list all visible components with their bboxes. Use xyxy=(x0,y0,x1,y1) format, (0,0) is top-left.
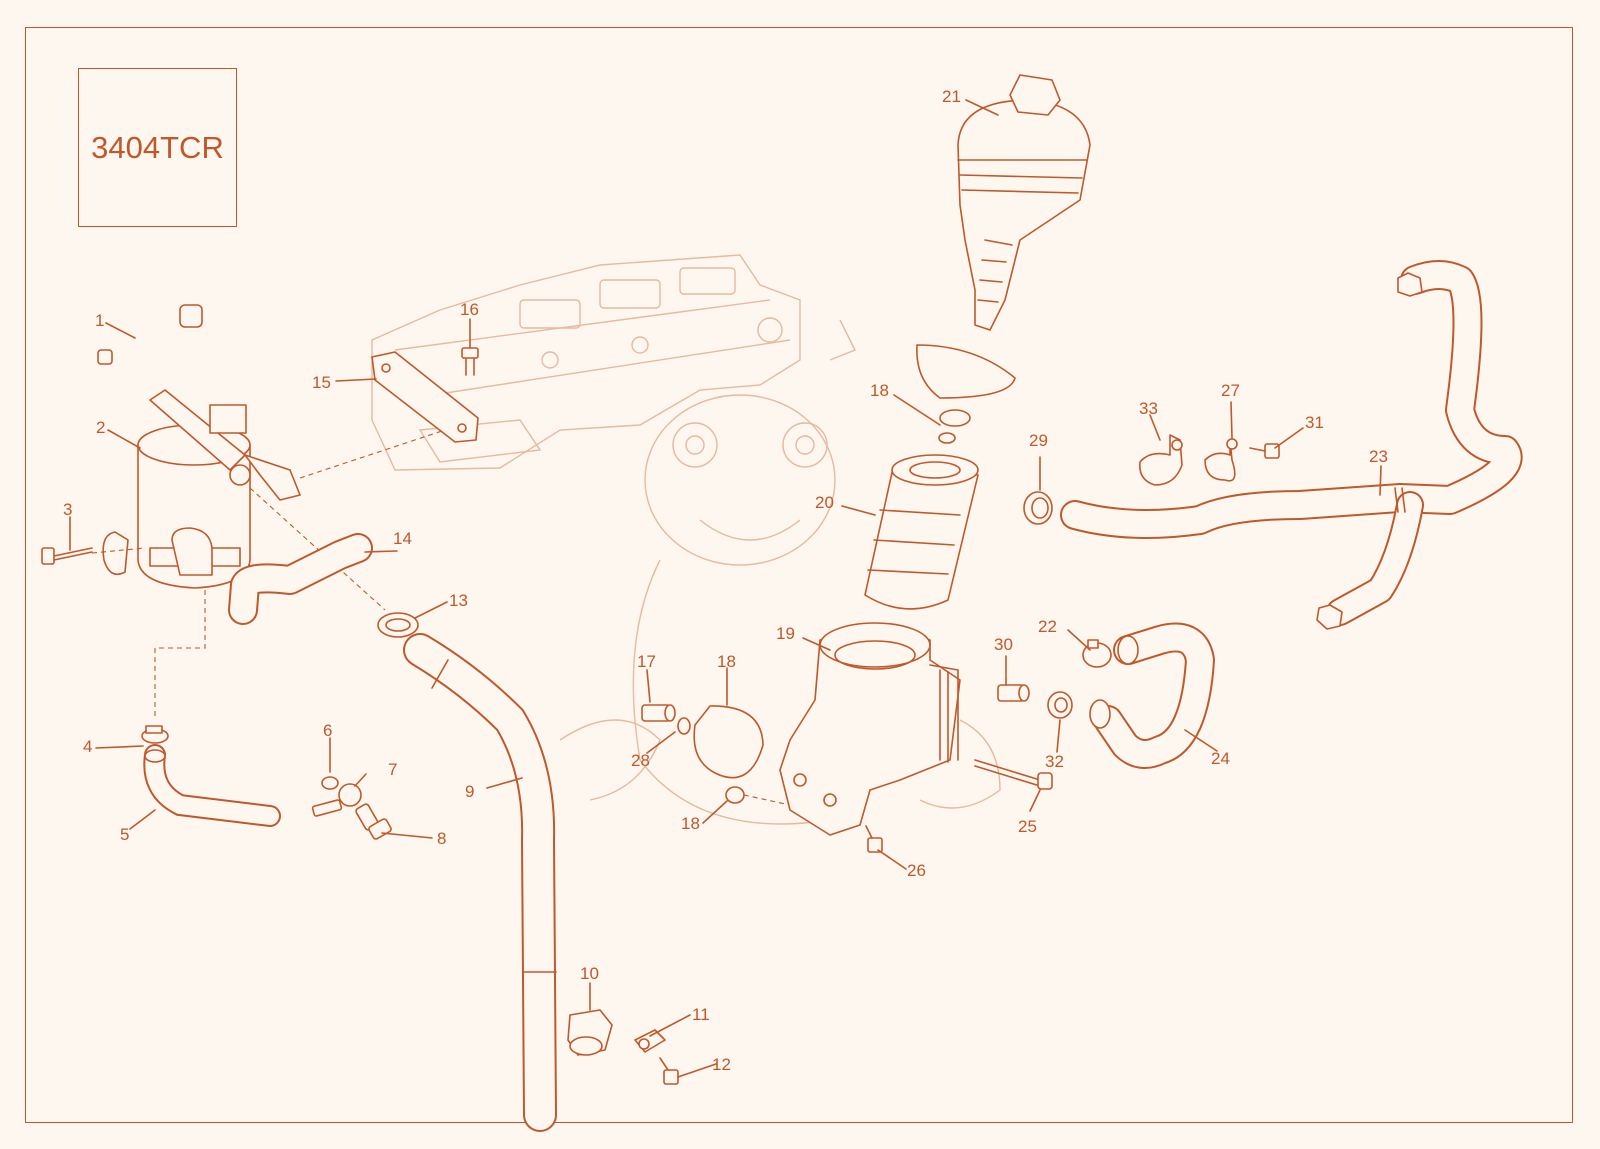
label-19: 19 xyxy=(776,624,795,643)
label-25: 25 xyxy=(1018,817,1037,836)
label-29: 29 xyxy=(1029,431,1048,450)
label-16: 16 xyxy=(460,300,479,319)
part-24-hose[interactable] xyxy=(1089,622,1215,769)
label-5: 5 xyxy=(120,825,129,844)
part-32-clamp[interactable] xyxy=(1047,691,1073,719)
part-29-clamp[interactable] xyxy=(1023,491,1053,525)
label-32: 32 xyxy=(1045,752,1064,771)
label-20: 20 xyxy=(815,493,834,512)
part-1-hose[interactable] xyxy=(97,304,203,371)
part-17-sleeve[interactable] xyxy=(641,704,676,722)
label-9: 9 xyxy=(465,782,474,801)
part-8-banjo-bolt[interactable] xyxy=(355,803,392,840)
diagram-code-box: 3404TCR xyxy=(78,68,237,227)
label-2: 2 xyxy=(96,418,105,437)
part-16-bolt[interactable] xyxy=(461,347,479,376)
part-7-banjo-fitting[interactable] xyxy=(311,783,362,817)
label-11: 11 xyxy=(692,1005,710,1024)
part-19-oil-filter-housing[interactable] xyxy=(779,622,961,836)
part-14-hose[interactable] xyxy=(228,533,373,625)
engine-cover-ghost xyxy=(371,254,801,471)
label-4: 4 xyxy=(83,737,92,756)
label-3: 3 xyxy=(63,500,72,519)
part-9-long-hose[interactable] xyxy=(403,633,557,1132)
part-26-bolt[interactable] xyxy=(865,825,883,853)
part-5-hose[interactable] xyxy=(143,744,281,827)
label-1: 1 xyxy=(95,311,104,330)
part-6-washer[interactable] xyxy=(321,776,339,790)
part-15-bracket[interactable] xyxy=(371,351,479,443)
part-28-o-ring[interactable] xyxy=(677,717,691,735)
label-6: 6 xyxy=(323,721,332,740)
part-4-clamp[interactable] xyxy=(141,725,169,744)
part-18-o-ring-lower[interactable] xyxy=(725,786,745,804)
label-24: 24 xyxy=(1211,749,1230,768)
label-7: 7 xyxy=(388,760,397,779)
label-13: 13 xyxy=(449,591,468,610)
part-27-p-clamp[interactable] xyxy=(1204,438,1238,482)
label-33: 33 xyxy=(1139,399,1158,418)
part-11-bracket[interactable] xyxy=(634,1029,666,1053)
part-33-p-clamp[interactable] xyxy=(1138,434,1183,486)
part-2-filter-housing[interactable] xyxy=(137,389,301,589)
part-3-bolt-clip[interactable] xyxy=(41,531,129,576)
label-17: 17 xyxy=(637,652,656,671)
label-18-left: 18 xyxy=(717,652,736,671)
label-14: 14 xyxy=(393,529,412,548)
part-10-clip[interactable] xyxy=(567,1009,613,1056)
part-31-bolt[interactable] xyxy=(1249,443,1280,459)
label-27: 27 xyxy=(1221,381,1240,400)
label-leader-lines xyxy=(69,99,1382,1078)
label-12: 12 xyxy=(712,1055,731,1074)
part-12-bolt[interactable] xyxy=(659,1057,679,1085)
part-18-gasket-left[interactable] xyxy=(693,705,764,779)
label-26: 26 xyxy=(907,861,926,880)
label-22: 22 xyxy=(1038,617,1057,636)
label-10: 10 xyxy=(580,964,599,983)
label-21: 21 xyxy=(942,87,961,106)
part-labels: 1 2 3 4 5 6 7 8 9 10 11 12 13 14 15 16 1… xyxy=(63,87,1388,1074)
part-22-clamp[interactable] xyxy=(1082,639,1112,668)
part-23-hose-assembly[interactable] xyxy=(1060,260,1523,630)
part-18-ring-upper[interactable] xyxy=(916,344,1016,444)
mascot-ghost xyxy=(559,319,1001,825)
label-18-upper: 18 xyxy=(870,381,889,400)
label-18-lower: 18 xyxy=(681,814,700,833)
label-23: 23 xyxy=(1369,447,1388,466)
label-28: 28 xyxy=(631,751,650,770)
part-20-filter-element[interactable] xyxy=(864,454,979,610)
label-8: 8 xyxy=(437,829,446,848)
part-30-sleeve[interactable] xyxy=(997,684,1030,702)
diagram-border xyxy=(25,27,1573,1123)
part-21-filter-cap[interactable] xyxy=(957,74,1091,331)
label-30: 30 xyxy=(994,635,1013,654)
dashed-leader-lines xyxy=(91,429,791,806)
diagram-code: 3404TCR xyxy=(91,129,224,165)
part-25-long-bolt[interactable] xyxy=(974,759,1053,790)
part-13-clamp[interactable] xyxy=(377,612,419,638)
label-31: 31 xyxy=(1305,413,1324,432)
label-15: 15 xyxy=(312,373,331,392)
